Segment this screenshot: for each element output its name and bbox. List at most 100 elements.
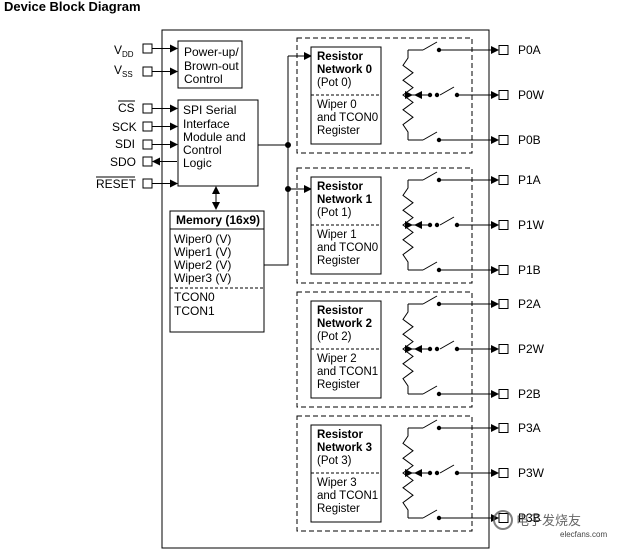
spi-line-4: Control — [183, 143, 222, 157]
pin-label-sdo: SDO — [110, 155, 136, 169]
pin-label-sck: SCK — [112, 120, 137, 134]
pin-label-vdd: VDD — [114, 43, 134, 59]
network-0-switch-a — [422, 41, 438, 51]
network-1-text-0: Resistor — [317, 181, 364, 193]
pin-label-reset: RESET — [96, 177, 137, 191]
pin-label-p2w: P2W — [518, 342, 545, 356]
pin-p0b-pad — [498, 135, 509, 145]
network-3-text-0: Resistor — [317, 429, 364, 441]
left-pin-reset: RESET — [96, 176, 178, 191]
network-0-switch-b — [422, 131, 438, 141]
memory-wiper-0: Wiper0 (V) — [174, 232, 231, 246]
network-3-switch-a — [422, 419, 438, 429]
pin-label-p3a: P3A — [518, 421, 541, 435]
network-3-text-4: and TCON1 — [317, 490, 378, 502]
pin-p1a-pad — [498, 175, 509, 185]
pin-label-p1b: P1B — [518, 263, 541, 277]
memory-block: Memory (16x9) Wiper0 (V) Wiper1 (V) Wipe… — [169, 210, 265, 333]
pin-p1b-pad — [498, 265, 509, 275]
network-0-text-0: Resistor — [317, 51, 364, 63]
network-3-resistor — [402, 428, 414, 518]
power-line-1: Power-up/ — [184, 45, 239, 59]
network-0-switch-w — [439, 86, 455, 96]
pin-label-sdi: SDI — [115, 137, 135, 151]
network-1-switch-w — [439, 216, 455, 226]
memory-wiper-1: Wiper1 (V) — [174, 245, 231, 259]
memory-wiper-2: Wiper2 (V) — [174, 258, 231, 272]
pin-label-p3b: P3B — [518, 511, 541, 525]
network-0-text-5: Register — [317, 125, 360, 137]
network-1-text-3: Wiper 1 — [317, 229, 357, 241]
pin-p3w-pad — [498, 468, 509, 478]
watermark: 电子发烧友 elecfans.com — [493, 510, 607, 539]
network-2-text-4: and TCON1 — [317, 366, 378, 378]
network-1-switch-b — [422, 261, 438, 271]
pin-p3b-pad — [498, 513, 509, 523]
network-2-text-1: Network 2 — [317, 318, 372, 330]
spi-line-2: Interface — [183, 117, 230, 131]
pin-label-p0w: P0W — [518, 88, 545, 102]
pin-label-cs: CS — [118, 101, 135, 115]
internal-bus — [258, 52, 312, 266]
network-3-text-1: Network 3 — [317, 442, 372, 454]
power-line-2: Brown-out — [184, 59, 239, 73]
pin-p0a-pad — [498, 45, 509, 55]
pin-p0w-pad — [498, 90, 509, 100]
pin-label-p2a: P2A — [518, 297, 541, 311]
power-up-block: Power-up/ Brown-out Control — [177, 40, 243, 89]
pin-p3a-pad — [498, 423, 509, 433]
watermark-text: 电子发烧友 — [516, 513, 581, 528]
spi-line-5: Logic — [183, 156, 212, 170]
network-0-text-2: (Pot 0) — [317, 77, 352, 89]
pin-label-p2b: P2B — [518, 387, 541, 401]
network-3-text-2: (Pot 3) — [317, 455, 352, 467]
network-1-text-5: Register — [317, 255, 360, 267]
memory-tcon-0: TCON0 — [174, 290, 215, 304]
network-3-switch-w — [439, 464, 455, 474]
pin-label-vss: VSS — [114, 63, 133, 79]
pin-label-p0b: P0B — [518, 133, 541, 147]
memory-wiper-3: Wiper3 (V) — [174, 271, 231, 285]
network-3-text-5: Register — [317, 503, 360, 515]
pin-p2b-pad — [498, 389, 509, 399]
diagram-title: Device Block Diagram — [4, 0, 141, 14]
network-1-text-1: Network 1 — [317, 194, 373, 206]
network-2-text-3: Wiper 2 — [317, 353, 357, 365]
pin-p2a-pad — [498, 299, 509, 309]
network-1-text-4: and TCON0 — [317, 242, 378, 254]
watermark-sub: elecfans.com — [560, 530, 607, 539]
left-pin-sdi: SDI — [115, 137, 178, 151]
pin-label-p1w: P1W — [518, 218, 545, 232]
spi-line-3: Module and — [183, 130, 246, 144]
network-2-resistor — [402, 304, 414, 394]
left-pin-sck: SCK — [112, 120, 178, 134]
network-2-text-5: Register — [317, 379, 360, 391]
chip-outline — [161, 29, 490, 549]
network-2-switch-a — [422, 295, 438, 305]
network-3-switch-b — [422, 509, 438, 519]
pin-label-p1a: P1A — [518, 173, 541, 187]
pin-label-p0a: P0A — [518, 43, 541, 57]
network-0-text-3: Wiper 0 — [317, 99, 357, 111]
network-1-text-2: (Pot 1) — [317, 207, 352, 219]
network-2-switch-w — [439, 340, 455, 350]
network-0-resistor — [402, 50, 414, 140]
pin-label-p3w: P3W — [518, 466, 545, 480]
network-2-text-0: Resistor — [317, 305, 364, 317]
network-0-text-1: Network 0 — [317, 64, 372, 76]
spi-line-1: SPI Serial — [183, 103, 236, 117]
left-pin-sdo: SDO — [110, 155, 177, 169]
power-line-3: Control — [184, 72, 223, 86]
left-pin-cs: CS — [118, 100, 178, 115]
left-pin-vss: VSS — [114, 63, 178, 79]
memory-title: Memory (16x9) — [176, 213, 260, 227]
pin-p2w-pad — [498, 344, 509, 354]
spi-interface-block: SPI Serial Interface Module and Control … — [177, 99, 259, 187]
memory-tcon-1: TCON1 — [174, 304, 215, 318]
network-1-resistor — [402, 180, 414, 270]
network-2-switch-b — [422, 385, 438, 395]
